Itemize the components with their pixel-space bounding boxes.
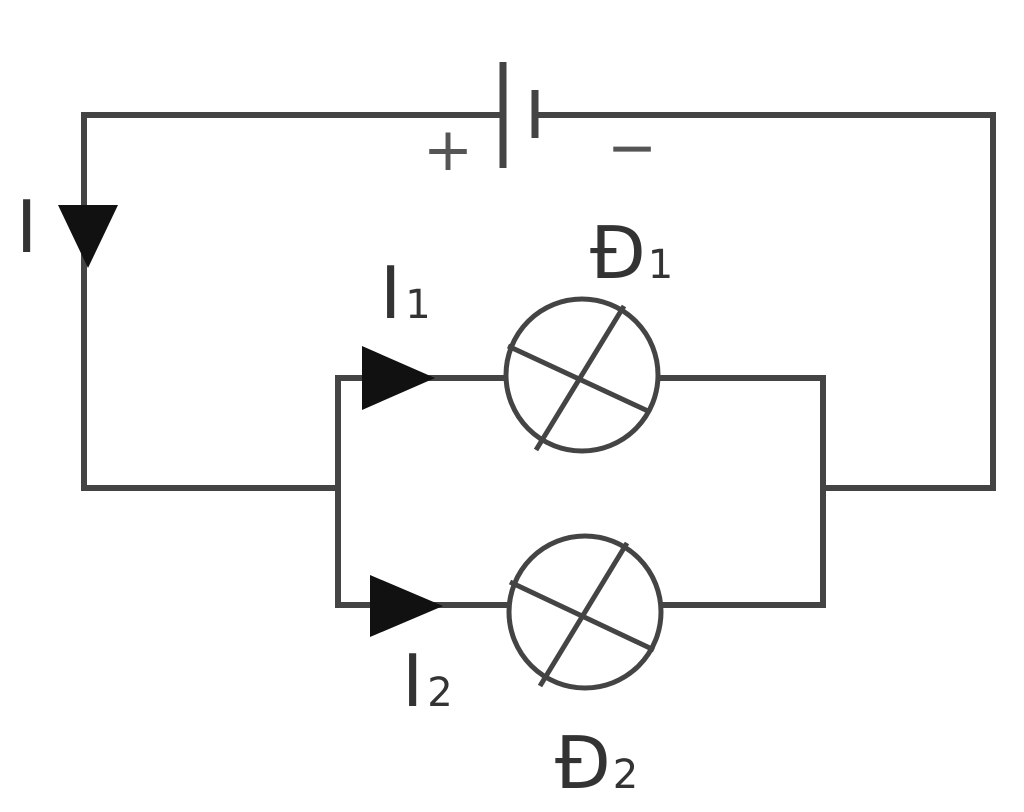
battery-symbol: + − (423, 62, 657, 185)
current-branch-1-arrow-icon (362, 346, 435, 410)
wire-top-right (534, 112, 996, 491)
battery-negative-label: − (607, 113, 657, 183)
lamp-2: Đ2 (506, 533, 664, 805)
wires (81, 112, 996, 608)
lamp-1-cross-b (506, 343, 652, 415)
lamp-2-label: Đ2 (555, 721, 638, 805)
current-total-label: I (16, 185, 37, 269)
current-total-arrow-icon (58, 205, 118, 268)
lamp-1-label: Đ1 (590, 211, 673, 295)
current-branch-2-arrow-icon (370, 575, 443, 637)
lamp-2-cross-b (508, 579, 656, 653)
current-total: I (16, 185, 118, 269)
wire-top-left (81, 112, 503, 491)
battery-positive-label: + (423, 115, 473, 185)
lamp-1: Đ1 (503, 211, 673, 454)
